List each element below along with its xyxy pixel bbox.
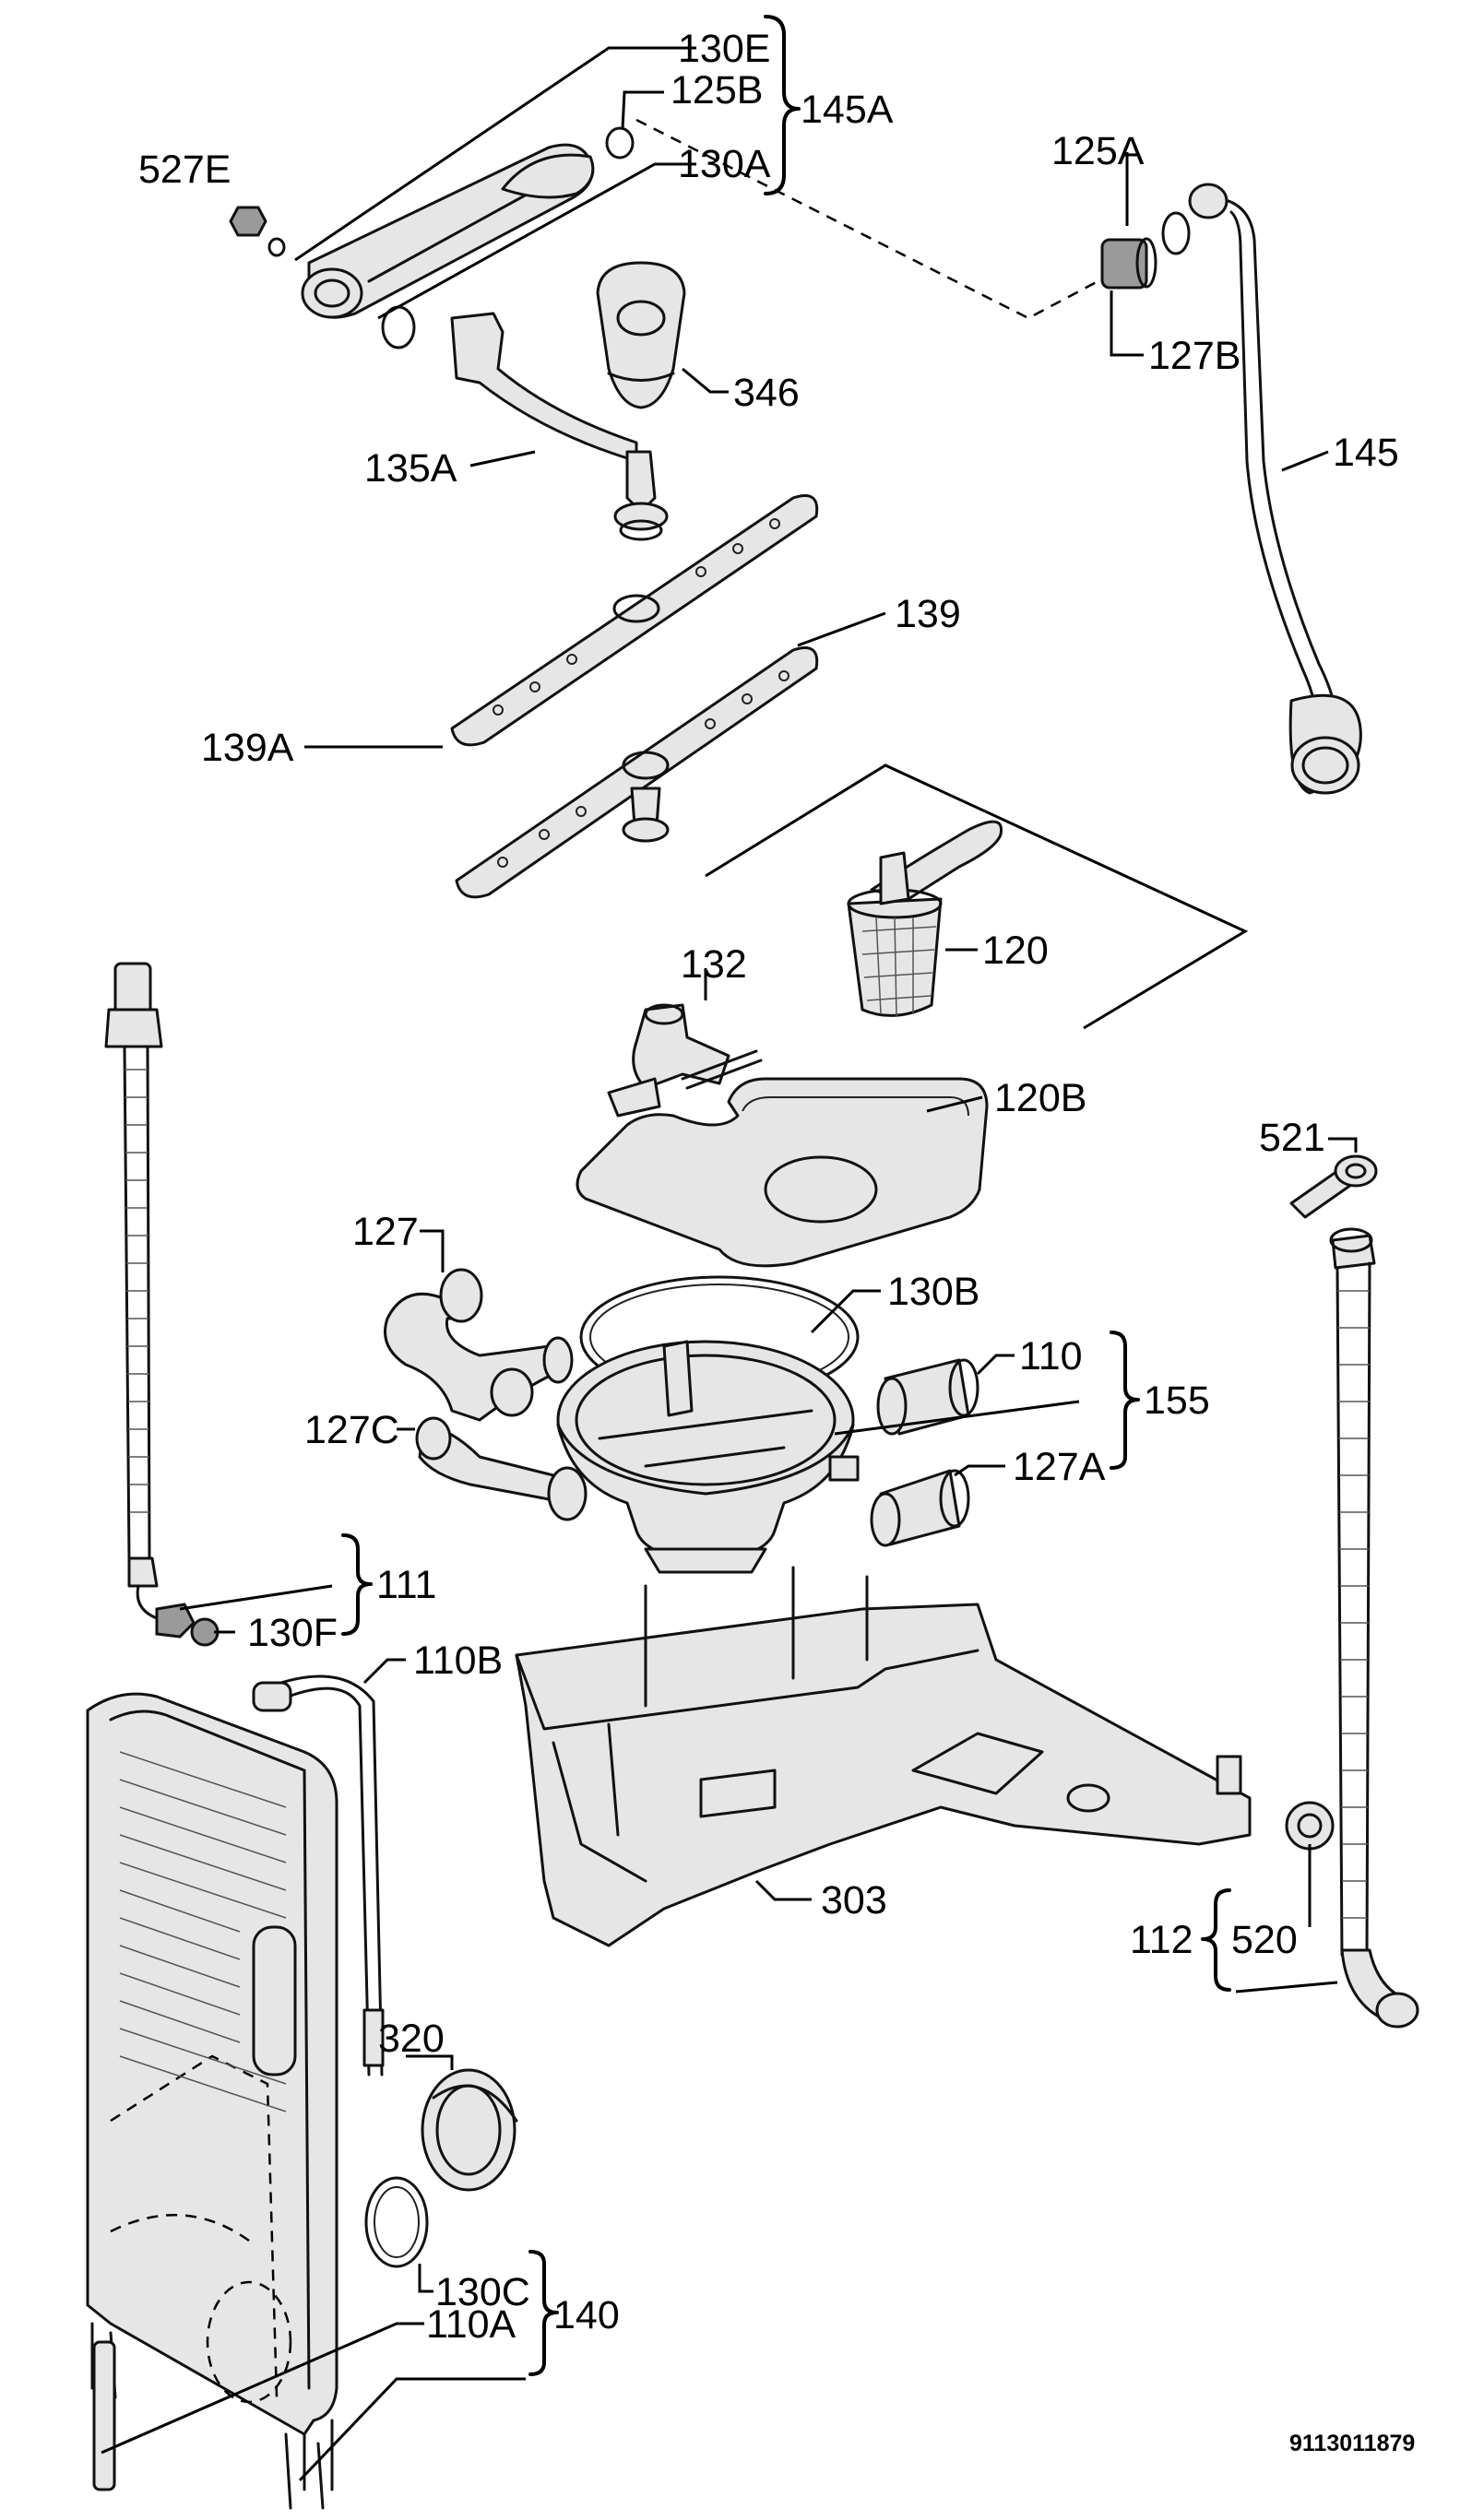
part-labels: 130E 125B 145A 130A 527E 125A 127B 346 1… (138, 27, 1415, 2456)
label-120: 120 (982, 929, 1049, 973)
label-132: 132 (681, 942, 747, 987)
label-110: 110 (1019, 1334, 1083, 1378)
hose-145-part (1188, 183, 1362, 795)
nut-127b-part (1100, 211, 1191, 290)
side-panel-140-part (86, 1692, 338, 2510)
spray-arm-139a-part (450, 494, 819, 747)
document-number: 9113011879 (1289, 2431, 1415, 2456)
label-127a: 127A (1013, 1445, 1106, 1489)
label-120b: 120B (994, 1076, 1086, 1120)
valve-132-part (607, 1003, 763, 1118)
label-130b: 130B (887, 1270, 979, 1314)
label-127: 127 (352, 1210, 419, 1254)
clip-521-part (1289, 1154, 1378, 1219)
label-130f: 130F (247, 1611, 338, 1655)
label-303: 303 (821, 1878, 887, 1923)
label-110a: 110A (426, 2302, 516, 2347)
label-140: 140 (553, 2293, 620, 2337)
drain-hose-112-part (1285, 1227, 1419, 2029)
nut-527e-part (229, 206, 286, 257)
label-127c: 127C (304, 1408, 399, 1452)
label-130a: 130A (678, 142, 771, 186)
label-320: 320 (378, 2017, 445, 2061)
sump-155-part (556, 1340, 860, 1574)
label-155: 155 (1144, 1378, 1210, 1423)
hose-127c-part (415, 1416, 588, 1521)
inlet-hose-111-part (104, 962, 220, 1647)
label-139: 139 (895, 592, 961, 636)
ring-130c-part (364, 2176, 429, 2268)
label-520: 520 (1231, 1918, 1298, 1962)
label-130c: 130C (435, 2270, 530, 2314)
label-145: 145 (1333, 431, 1399, 475)
label-112: 112 (1130, 1918, 1193, 1962)
base-303-part (515, 1566, 1252, 1947)
label-111: 111 (376, 1563, 436, 1607)
label-125b: 125B (671, 68, 763, 112)
group-braces (341, 15, 1231, 2376)
spray-arm-139-part (455, 646, 819, 899)
label-127b: 127B (1148, 334, 1241, 378)
label-346: 346 (733, 371, 800, 415)
label-521: 521 (1259, 1116, 1325, 1160)
filter-guide-lines (705, 763, 1249, 1030)
label-130e: 130E (678, 27, 770, 71)
hose-127-part (384, 1268, 574, 1422)
label-145a: 145A (801, 88, 894, 132)
upper-spray-conduit-part (301, 143, 595, 319)
label-135a: 135A (364, 446, 457, 491)
sleeve-127a-part (870, 1469, 970, 1547)
label-110b: 110B (413, 1639, 503, 1683)
dashed-connection-line (635, 118, 1108, 320)
label-139a: 139A (201, 726, 294, 770)
label-125a: 125A (1051, 129, 1145, 173)
o-ring-125b-part (605, 126, 635, 160)
tube-110b-part (252, 1674, 385, 2076)
spray-arm-support-135a-part (450, 312, 669, 541)
leader-lines (101, 46, 1358, 2482)
filter-120-part (847, 820, 1003, 1017)
cap-346-part (596, 261, 686, 409)
seal-ring-320-part (421, 2068, 518, 2192)
label-527e: 527E (138, 148, 231, 192)
filter-plate-120b-part (576, 1077, 989, 1268)
